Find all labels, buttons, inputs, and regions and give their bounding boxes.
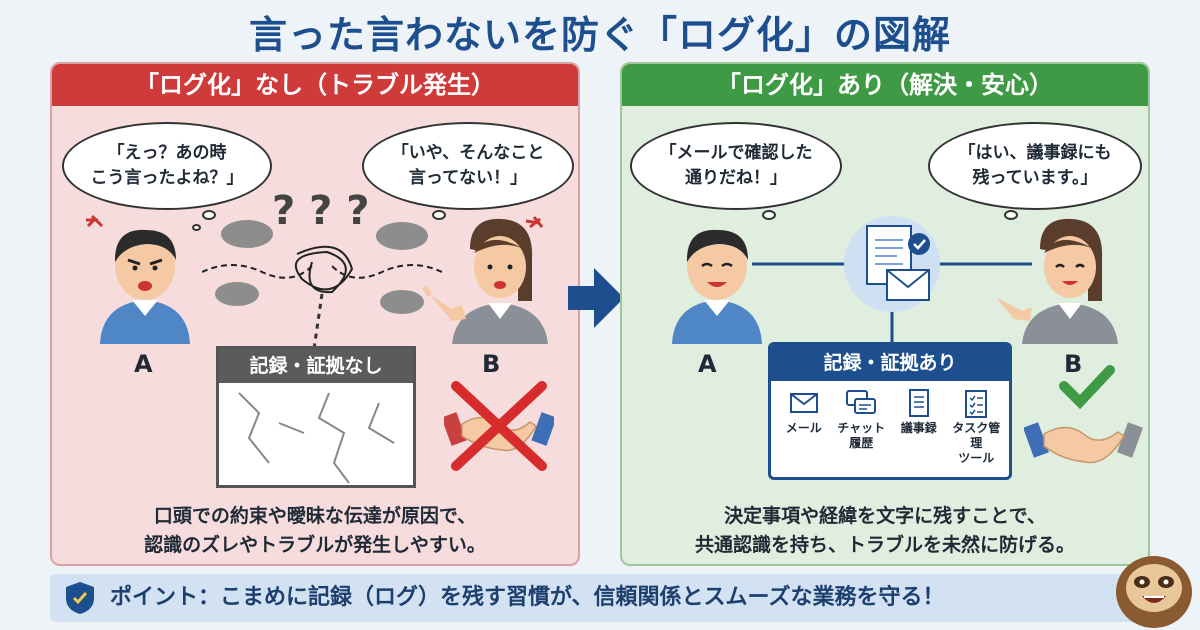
thought-dot <box>432 210 446 220</box>
record-title: 記録・証拠あり <box>771 345 1009 381</box>
speech-bubble-b: 「はい、議事録にも 残っています。」 <box>928 122 1142 210</box>
person-b-label: B <box>482 350 501 378</box>
tool-mail: メール <box>775 387 833 466</box>
arrow-right-icon <box>568 268 624 328</box>
tool-task-management: タスク管理 ツール <box>948 387 1006 466</box>
person-b-pointing-icon <box>422 216 548 344</box>
point-banner: ポイント：こまめに記録（ログ）を残す習慣が、信頼関係とスムーズな業務を守る！ <box>50 574 1150 622</box>
left-caption: 口頭での約束や曖昧な伝達が原因で、 認識のズレやトラブルが発生しやすい。 <box>144 505 486 556</box>
panel-without-log: 「ログ化」なし（トラブル発生） 「えっ？あの時 こう言ったよね？」 「いや、そん… <box>50 62 580 566</box>
failed-handshake-icon <box>444 381 554 471</box>
shield-gear-icon <box>66 582 94 614</box>
mail-icon <box>789 393 818 413</box>
tangled-communication-icon: ? ? ? <box>202 188 442 350</box>
svg-text:? ? ?: ? ? ? <box>272 188 369 234</box>
right-caption: 決定事項や経緯を文字に残すことで、 共通認識を持ち、トラブルを未然に防げる。 <box>694 505 1075 556</box>
document-check-mail-icon <box>844 216 940 312</box>
tool-label: タスク管理 ツール <box>952 421 1001 465</box>
thought-dot <box>192 224 201 231</box>
cracked-paper-icon <box>238 392 395 484</box>
page-title: 言った言わないを防ぐ「ログ化」の図解 <box>248 13 951 57</box>
person-a-happy-icon <box>672 229 762 344</box>
no-record-title: 記録・証拠なし <box>219 349 413 383</box>
document-icon <box>908 389 929 417</box>
thought-dot <box>202 210 216 220</box>
tool-chat: チャット 履歴 <box>833 387 891 466</box>
record-box: 記録・証拠あり メール チャット 履歴 <box>768 342 1012 480</box>
checklist-icon <box>965 390 988 418</box>
panel-header-with-log: 「ログ化」あり（解決・安心） <box>622 64 1148 106</box>
person-a-angry-icon <box>86 214 190 344</box>
successful-handshake-icon <box>1024 365 1143 464</box>
speech-bubble-b: 「いや、そんなこと 言ってない！」 <box>362 122 574 210</box>
person-a-label: A <box>698 350 717 378</box>
panel-header-without-log: 「ログ化」なし（トラブル発生） <box>52 64 578 106</box>
speech-bubble-a: 「メールで確認した 通りだね！」 <box>630 122 842 210</box>
panel-with-log: 「ログ化」あり（解決・安心） 「メールで確認した 通りだね！」 「はい、議事録に… <box>620 62 1150 566</box>
speech-bubble-a: 「えっ？あの時 こう言ったよね？」 <box>62 122 272 210</box>
sloth-mascot-icon <box>1116 556 1192 628</box>
tool-minutes: 議事録 <box>890 387 948 466</box>
person-b-explaining-icon <box>996 218 1118 344</box>
thought-dot <box>762 210 776 220</box>
person-a-label: A <box>134 350 153 378</box>
tool-label: メール <box>785 421 822 435</box>
chat-icon <box>846 390 877 414</box>
tool-label: チャット 履歴 <box>837 421 886 450</box>
point-text: ポイント：こまめに記録（ログ）を残す習慣が、信頼関係とスムーズな業務を守る！ <box>110 585 945 610</box>
no-record-box: 記録・証拠なし <box>216 346 416 488</box>
tool-label: 議事録 <box>900 421 937 435</box>
thought-dot <box>1004 210 1018 220</box>
person-b-label: B <box>1064 350 1083 378</box>
